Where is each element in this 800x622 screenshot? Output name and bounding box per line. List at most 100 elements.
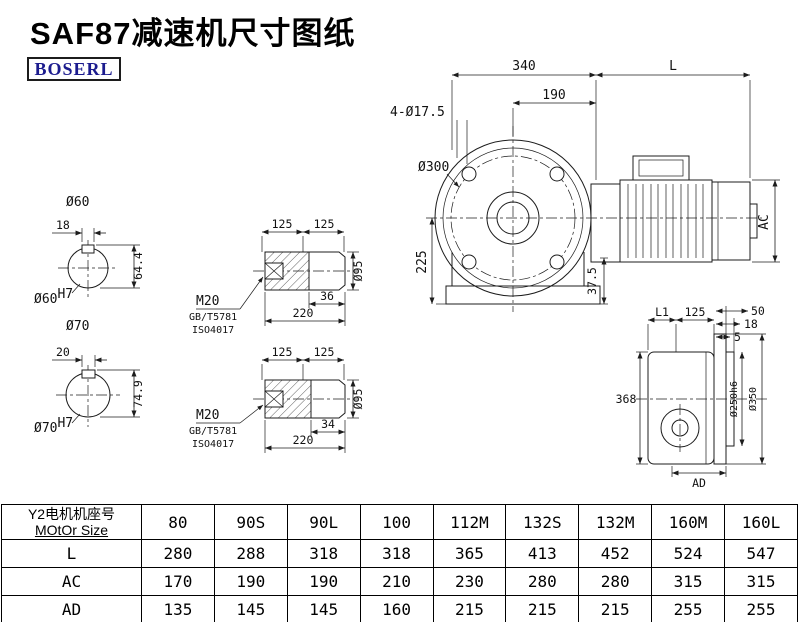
- dim-190-label: 190: [542, 88, 565, 103]
- value-cell: 315: [724, 567, 798, 596]
- side-view: L1 125 50 18 5: [616, 304, 768, 490]
- dim-key-width-2-label: 20: [56, 345, 70, 359]
- value-cell: 145: [213, 595, 288, 622]
- dim-220-1-label: 220: [293, 306, 314, 320]
- dim-340-label: 340: [512, 59, 535, 74]
- value-cell: 524: [651, 539, 725, 568]
- row-label: L: [1, 539, 142, 568]
- dim-flange-dia-side: Ø350: [726, 333, 766, 465]
- terminal-box: [632, 155, 690, 181]
- shaft2-dia-label: Ø70: [66, 319, 89, 334]
- size-cell: 132M: [578, 504, 653, 540]
- dim-225-label: 225: [415, 250, 430, 273]
- dim-key-height-1: 64.4: [96, 244, 145, 289]
- value-cell: 280: [141, 539, 215, 568]
- dim-37-5: 37.5: [585, 257, 608, 305]
- shaft-profile-2: 125 125 34 220 Ø95 M20: [189, 345, 365, 453]
- dim-flange-dia-side-label: Ø350: [747, 387, 759, 411]
- dim-225: 225: [415, 218, 446, 305]
- thread-2-label: M20: [196, 408, 219, 423]
- size-cell: 160L: [724, 504, 798, 540]
- dim-AC-label: AC: [757, 214, 772, 230]
- flange-dia-label: Ø300: [418, 160, 449, 175]
- dim-36-label: 36: [320, 289, 334, 303]
- dim-34-label: 34: [321, 417, 335, 431]
- value-cell: 145: [286, 595, 361, 622]
- dim-AC: AC: [752, 179, 780, 263]
- dim-125a-1-label: 125: [272, 217, 293, 231]
- dim-190: 190: [512, 88, 596, 136]
- dim-key-height-2: 74.9: [97, 369, 145, 418]
- dim-spigot-dia-label: Ø250h6: [728, 381, 740, 417]
- table-header-row: Y2电机机座号 MOtOr Size 80 90S 90L 100 112M 1…: [1, 504, 798, 540]
- value-cell: 413: [505, 539, 580, 568]
- dim-L: L: [596, 59, 751, 178]
- flange-spigot: [725, 351, 735, 447]
- size-cell: 100: [359, 504, 434, 540]
- value-cell: 288: [213, 539, 288, 568]
- dim-125-side-label: 125: [685, 305, 706, 319]
- dim-key-width-1: 18: [52, 218, 106, 242]
- gearbox-base: [445, 285, 601, 305]
- value-cell: 318: [286, 539, 361, 568]
- dim-340: 340: [451, 59, 597, 180]
- size-cell: 90L: [286, 504, 361, 540]
- dim-34: 34: [310, 417, 346, 453]
- dim-368: 368: [616, 351, 648, 465]
- dim-50-label: 50: [751, 304, 765, 318]
- flange-dia-callout: Ø300: [418, 160, 460, 188]
- motor-size-header-cell: Y2电机机座号 MOtOr Size: [1, 504, 142, 540]
- value-cell: 255: [651, 595, 725, 622]
- dim-50: 50: [716, 304, 765, 352]
- value-cell: 135: [141, 595, 215, 622]
- dim-d95-1: Ø95: [347, 251, 365, 291]
- value-cell: 452: [578, 539, 653, 568]
- size-cell: 112M: [432, 504, 507, 540]
- dim-key-width-1-label: 18: [56, 218, 70, 232]
- std1-1-label: GB/T5781: [189, 312, 237, 323]
- dim-d95-1-label: Ø95: [351, 261, 365, 282]
- value-cell: 365: [432, 539, 507, 568]
- dimension-table: Y2电机机座号 MOtOr Size 80 90S 90L 100 112M 1…: [1, 504, 798, 622]
- dim-AD: AD: [671, 466, 727, 490]
- dim-spigot-dia: Ø250h6: [728, 352, 745, 446]
- value-cell: 210: [359, 567, 434, 596]
- dim-L1-label: L1: [655, 305, 669, 319]
- shaft2-bore-label: Ø70H7: [34, 413, 81, 436]
- page-title: SAF87减速机尺寸图纸: [30, 16, 356, 51]
- value-cell: 190: [286, 567, 361, 596]
- value-cell: 190: [213, 567, 288, 596]
- dim-d95-2: Ø95: [347, 379, 365, 419]
- dim-125a-2-label: 125: [272, 345, 293, 359]
- dim-220-2: 220: [264, 420, 345, 453]
- dim-AD-label: AD: [692, 476, 706, 490]
- value-cell: 230: [432, 567, 507, 596]
- dim-368-label: 368: [616, 392, 637, 406]
- value-cell: 215: [432, 595, 507, 622]
- dim-18-side-label: 18: [744, 317, 758, 331]
- dim-18-side: 18: [716, 317, 758, 352]
- value-cell: 280: [578, 567, 653, 596]
- value-cell: 255: [724, 595, 798, 622]
- dim-d95-2-label: Ø95: [351, 389, 365, 410]
- technical-drawing: 18 64.4 Ø60 Ø60H7: [34, 59, 780, 490]
- dim-L1: L1: [647, 305, 677, 352]
- shaft-profile-1: 125 125 36 220 Ø95 M20: [189, 217, 365, 336]
- brand-logo: BOSERL: [27, 57, 121, 81]
- bolt-holes-label: 4-Ø17.5: [390, 105, 445, 120]
- shaft-end-view-2: 20 74.9 Ø70 Ø70H7: [34, 319, 145, 436]
- thread-callout-2: M20 GB/T5781 ISO4017: [189, 404, 264, 450]
- front-view: 340 L 190 4-Ø17.5 Ø300: [390, 59, 780, 312]
- dim-125-pair-2: 125 125: [261, 345, 345, 380]
- row-label: AD: [1, 595, 142, 622]
- value-cell: 280: [505, 567, 580, 596]
- dim-key-height-1-label: 64.4: [131, 252, 145, 280]
- dim-37-5-label: 37.5: [585, 267, 599, 295]
- size-cell: 80: [141, 504, 215, 540]
- dim-125-side: 125: [676, 305, 715, 334]
- value-cell: 547: [724, 539, 798, 568]
- row-label: AC: [1, 567, 142, 596]
- shaft1-bore-text: Ø60H7: [34, 287, 73, 307]
- size-cell: 160M: [651, 504, 725, 540]
- dim-36: 36: [308, 289, 346, 326]
